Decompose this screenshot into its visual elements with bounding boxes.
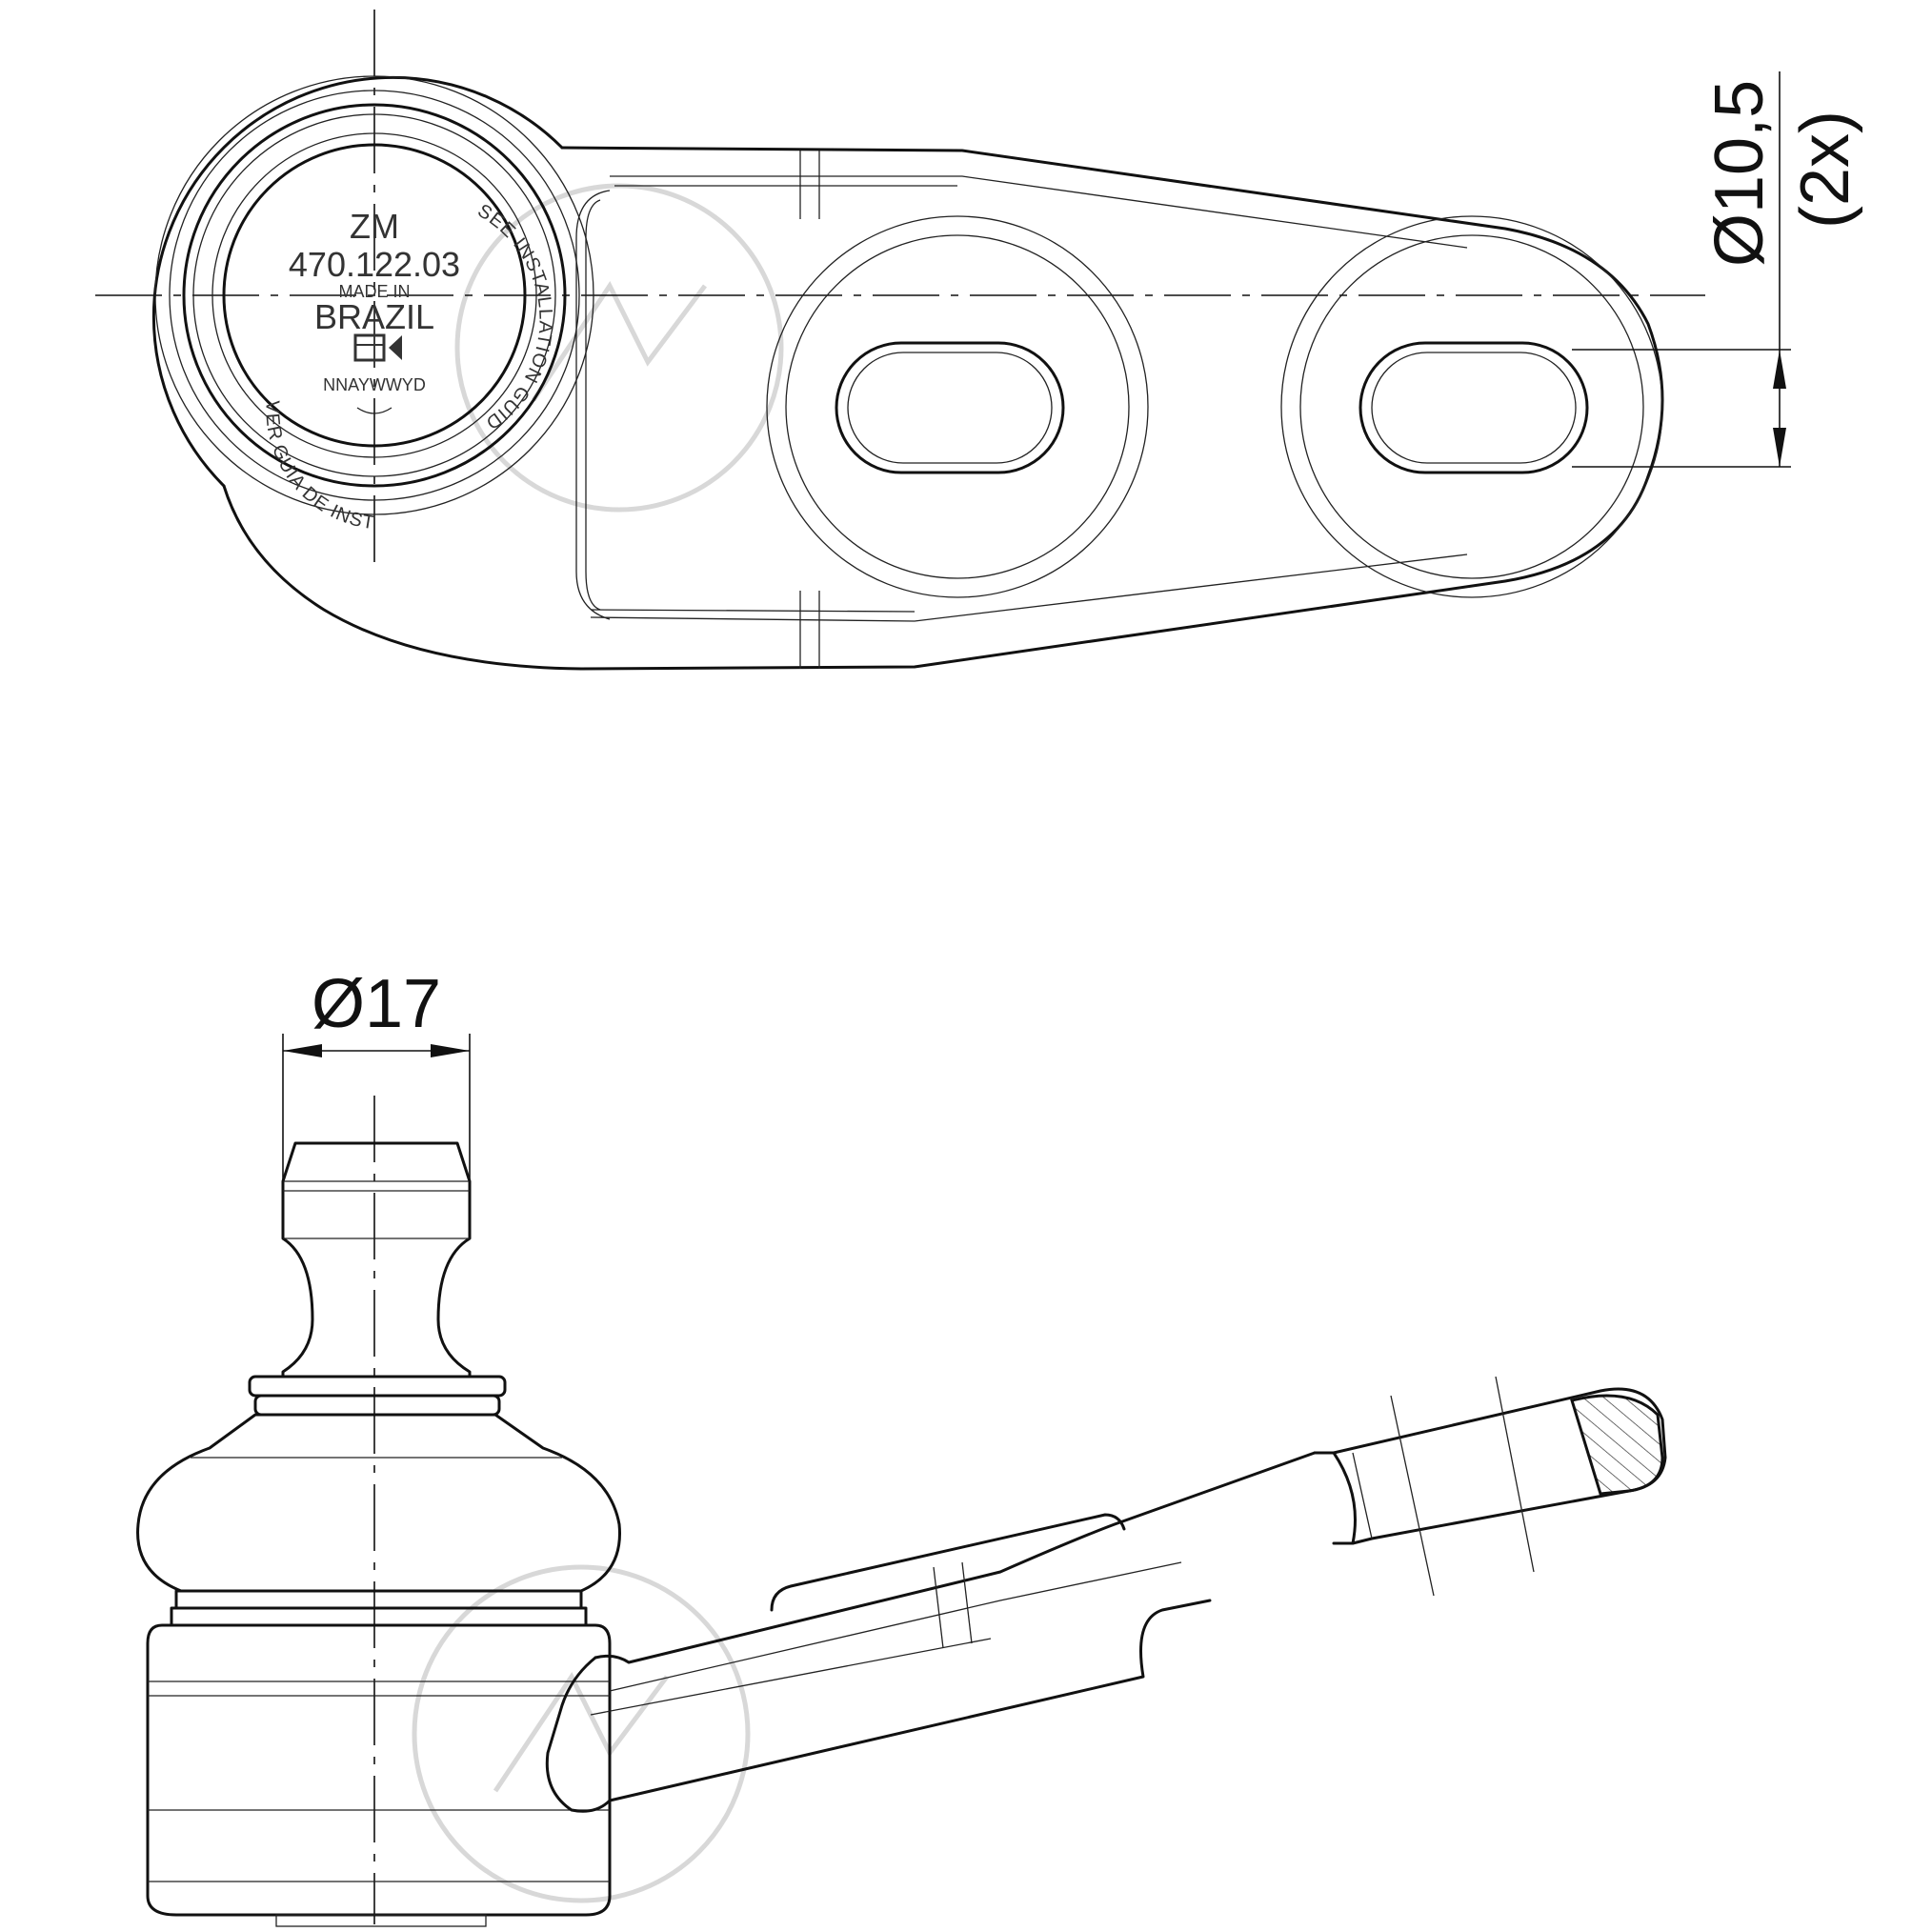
section-hatch xyxy=(1570,1394,1664,1496)
made-in-stamp: MADE IN xyxy=(338,282,410,301)
stud xyxy=(281,1141,472,1379)
brand-stamp: ZM xyxy=(350,207,399,246)
bolt-boss-right xyxy=(1280,215,1663,598)
mounting-slot-right xyxy=(1358,341,1589,474)
top-view: ZM 470.122.03 MADE IN BRAZIL NNAYWWYD VE… xyxy=(0,0,1863,671)
mounting-slot-left xyxy=(835,341,1065,474)
vehicle-icon xyxy=(353,333,402,362)
ball-housing xyxy=(146,1623,612,1927)
watermark-logo-bottom xyxy=(412,1564,751,1903)
stud-diameter-label: Ø17 xyxy=(312,966,441,1042)
ring-text-english: SEE INSTALLATION GUIDE xyxy=(0,0,556,433)
ball-joint-housing xyxy=(151,75,594,515)
side-view: Ø17 xyxy=(136,966,1667,1927)
bolt-boss-left xyxy=(766,215,1149,598)
side-arm xyxy=(545,1376,1667,1813)
hole-diameter-label: Ø10,5 xyxy=(1701,80,1778,267)
hole-count-label: (2x) xyxy=(1787,111,1863,229)
arm-outline xyxy=(222,146,1664,671)
date-code-stamp: NNAYWWYD xyxy=(323,375,426,394)
stud-dimension: Ø17 xyxy=(282,966,471,1181)
part-number-stamp: 470.122.03 xyxy=(289,245,460,284)
seal-mark-icon xyxy=(356,407,392,414)
hole-dimension: Ø10,5 (2x) xyxy=(1572,71,1863,468)
country-stamp: BRAZIL xyxy=(314,297,434,336)
dust-boot xyxy=(136,1375,621,1627)
